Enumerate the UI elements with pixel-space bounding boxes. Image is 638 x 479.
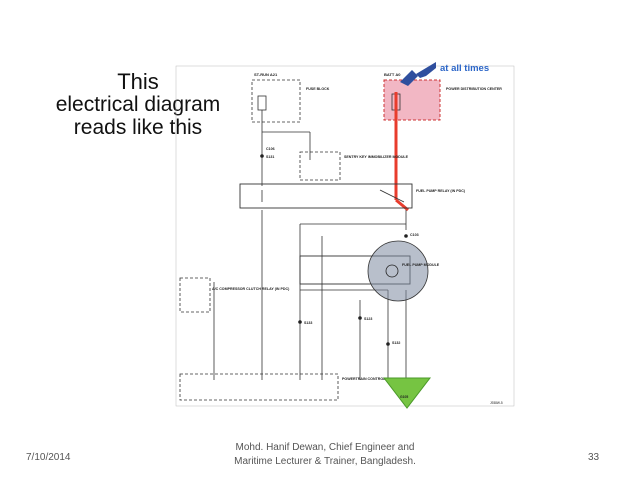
fuel-pump-module: FUEL PUMP MODULE — [299, 240, 440, 302]
sentry-label: SENTRY KEY IMMOBILIZER MODULE — [344, 155, 409, 159]
fuel-pump-relay: FUEL PUMP RELAY (IN PDC) — [239, 183, 466, 209]
circuit-wiring — [213, 110, 407, 384]
power-distribution-center: BATT A0 POWER DISTRIBUTION CENTER — [383, 72, 502, 121]
pdc-label: POWER DISTRIBUTION CENTER — [446, 87, 502, 91]
ground-label: G105 — [400, 395, 408, 399]
title-line-3: reads like this — [73, 116, 203, 139]
footer-author-line-2: Maritime Lecturer & Trainer, Bangladesh. — [234, 456, 416, 467]
s123-label: S123 — [364, 317, 372, 321]
annotation-arrow: at all times — [400, 62, 489, 86]
title-line-1: This — [117, 69, 159, 94]
s131-label: S131 — [266, 155, 274, 159]
st-run-label: ST-RUN A21 — [254, 72, 278, 77]
ac-compressor-relay: A/C COMPRESSOR CLUTCH RELAY (IN PDC) — [179, 277, 290, 313]
batt-label: BATT A0 — [384, 72, 401, 77]
st-run-fuse-block: ST-RUN A21 FUSE BLOCK — [251, 72, 330, 123]
fuse-block-label: FUSE BLOCK — [306, 87, 330, 91]
annotation-text: at all times — [440, 63, 489, 74]
title-line-2: electrical diagram — [55, 93, 221, 116]
footer-author-line-1: Mohd. Hanif Dewan, Chief Engineer and — [235, 442, 415, 453]
pcm-label: POWERTRAIN CONTROL MODULE — [342, 377, 402, 381]
footer-author: Mohd. Hanif Dewan, Chief Engineer and Ma… — [190, 441, 460, 469]
s133-label: S133 — [304, 321, 312, 325]
fuel-relay-label: FUEL PUMP RELAY (IN PDC) — [416, 189, 466, 193]
ac-relay-label: A/C COMPRESSOR CLUTCH RELAY (IN PDC) — [212, 287, 290, 291]
splice-points — [260, 154, 408, 346]
s132-label: S132 — [392, 341, 400, 345]
wiring-diagram: ST-RUN A21 FUSE BLOCK BATT A0 POWER DIST… — [175, 62, 515, 409]
footer-date: 7/10/2014 — [26, 452, 71, 463]
c103-label: C103 — [410, 233, 419, 237]
slide-title: This electrical diagram reads like this — [38, 70, 238, 139]
ground-triangle: G105 — [382, 377, 432, 409]
diagram-code: J938W-5 — [490, 401, 503, 405]
powertrain-control-module: POWERTRAIN CONTROL MODULE J938W-5 — [179, 373, 503, 405]
c106-label: C106 — [266, 147, 275, 151]
sentry-key-module: SENTRY KEY IMMOBILIZER MODULE — [299, 151, 409, 181]
page-number: 33 — [588, 452, 600, 463]
fuel-module-label: FUEL PUMP MODULE — [402, 263, 440, 267]
